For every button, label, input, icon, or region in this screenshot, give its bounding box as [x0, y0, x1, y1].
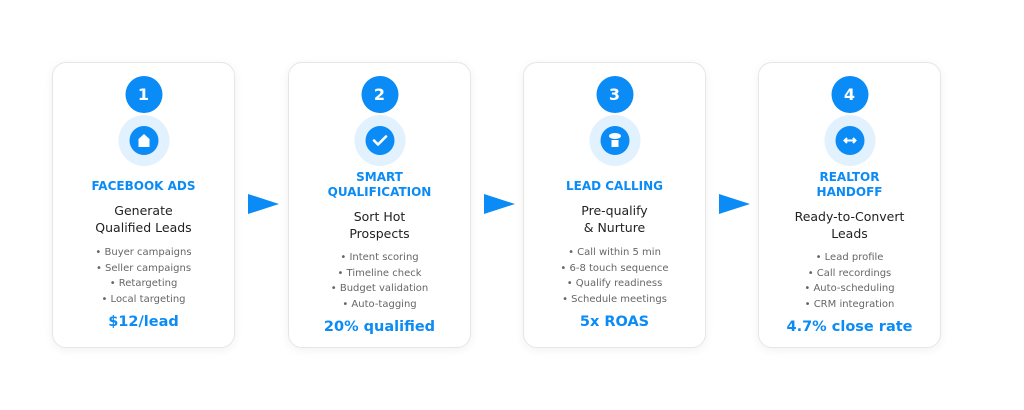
- feature-list: • Lead profile • Call recordings • Auto-sc…: [759, 250, 940, 312]
- step-title-line: FACEBOOK ADS: [91, 179, 196, 193]
- step-subtitle-line: Generate: [114, 203, 173, 218]
- feature-list: • Call within 5 min • 6-8 touch sequence •…: [524, 245, 705, 307]
- step-title: FACEBOOK ADS: [53, 179, 234, 194]
- list-item: • Call within 5 min: [568, 247, 661, 258]
- check-icon: [372, 135, 387, 146]
- step-subtitle-line: Qualified Leads: [95, 220, 192, 235]
- step-subtitle: Pre-qualify & Nurture: [524, 202, 705, 236]
- step-subtitle-line: Pre-qualify: [581, 203, 648, 218]
- list-item: • Auto-scheduling: [804, 283, 895, 294]
- step-stat: 5x ROAS: [579, 314, 650, 330]
- arrow-right-icon: [484, 194, 515, 214]
- icon-badge: [354, 115, 405, 166]
- step-title-line: HANDOFF: [816, 185, 883, 199]
- step-number-badge: 3: [596, 76, 633, 113]
- icon-badge: [118, 115, 169, 166]
- list-item: • Local targeting: [101, 293, 186, 305]
- step-subtitle-line: Prospects: [349, 226, 410, 241]
- list-item: • Buyer campaigns: [95, 247, 192, 258]
- house-icon: [138, 134, 149, 147]
- phone-icon: [608, 133, 621, 147]
- step-number-badge: 2: [361, 76, 398, 113]
- feature-list: • Buyer campaigns • Seller campaigns • Ret…: [53, 245, 234, 307]
- list-item: • Auto-tagging: [342, 298, 417, 310]
- step-title-line: LEAD CALLING: [565, 179, 663, 193]
- icon-badge: [589, 115, 640, 166]
- list-item: • Schedule meetings: [562, 293, 667, 305]
- step-title: LEAD CALLING: [524, 179, 705, 194]
- step-subtitle-line: Leads: [831, 226, 868, 241]
- list-item: • Intent scoring: [340, 252, 419, 263]
- step-title-line: SMART: [356, 170, 403, 184]
- list-item: • Lead profile: [815, 252, 884, 263]
- step-stat: 4.7% close rate: [786, 319, 913, 335]
- list-item: • 6-8 touch sequence: [560, 262, 669, 274]
- step-number-badge: 1: [125, 76, 162, 113]
- step-stat: $12/lead: [108, 314, 179, 330]
- list-item: • CRM integration: [804, 298, 895, 310]
- arrow-right-icon: [719, 194, 750, 214]
- arrow-right-icon: [248, 194, 279, 214]
- step-stat: 20% qualified: [323, 319, 436, 335]
- list-item: • Retargeting: [109, 278, 178, 289]
- step-subtitle-line: Sort Hot: [353, 209, 406, 224]
- step-number-badge: 4: [831, 76, 868, 113]
- list-item: • Timeline check: [337, 267, 422, 279]
- icon-badge: [824, 115, 875, 166]
- step-title-line: REALTOR: [819, 170, 880, 184]
- handshake-icon: [842, 137, 857, 144]
- list-item: • Budget validation: [330, 283, 429, 294]
- list-item: • Call recordings: [807, 267, 892, 279]
- step-card-3: 3 LEAD CALLING Pre-qualify & Nurture • Ca…: [523, 62, 706, 348]
- list-item: • Seller campaigns: [95, 262, 192, 274]
- step-title-line: QUALIFICATION: [327, 185, 432, 199]
- feature-list: • Intent scoring • Timeline check • Budget…: [289, 250, 470, 312]
- list-item: • Qualify readiness: [566, 278, 663, 289]
- step-subtitle-line: & Nurture: [583, 220, 646, 235]
- step-subtitle-line: Ready-to-Convert: [794, 209, 905, 224]
